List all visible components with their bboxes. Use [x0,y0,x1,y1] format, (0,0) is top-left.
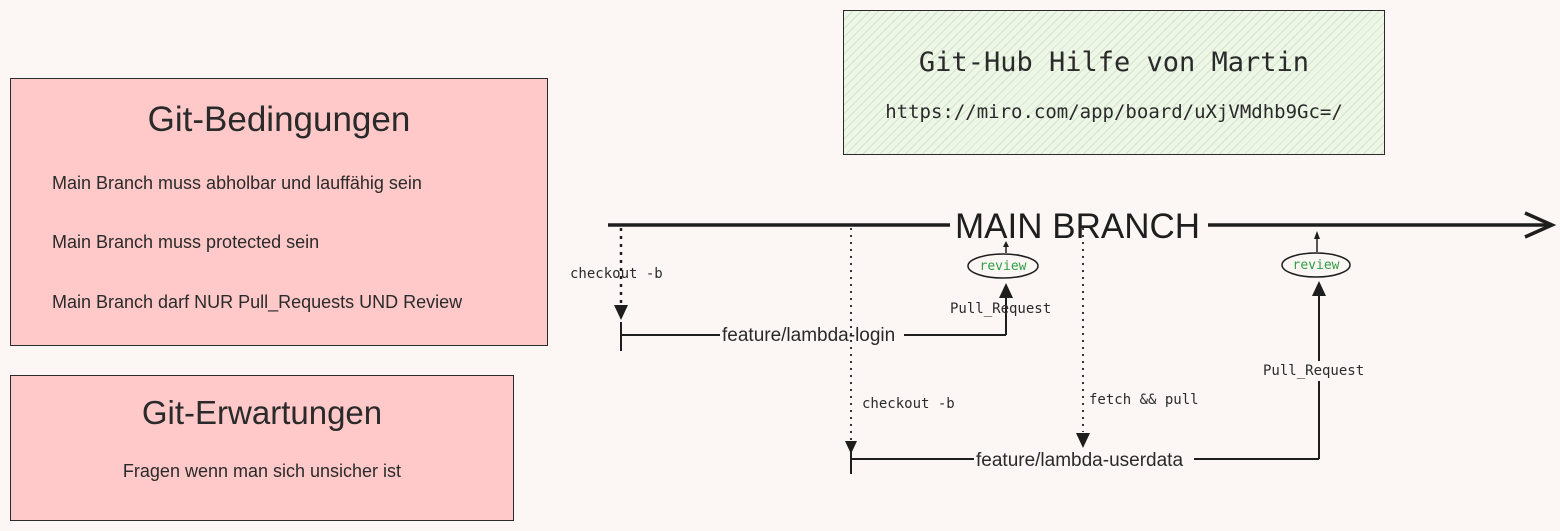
pull-request-label-1: Pull_Request [950,301,1051,317]
checkout-arrowhead-2 [845,441,857,454]
info-url-link[interactable]: https://miro.com/app/board/uXjVMdhb9Gc=/ [885,101,1343,123]
checkout-label-1: checkout -b [570,266,663,282]
main-branch-arrowhead [1524,211,1557,239]
pull-request-arrowhead-2 [1312,281,1326,296]
review-label-2: review [1293,258,1340,273]
condition-item: Main Branch muss abholbar und lauffähig … [52,173,422,193]
conditions-title: Git-Bedingungen [147,100,411,139]
fetch-pull-arrowhead [1076,433,1090,448]
fetch-pull-label: fetch && pull [1089,392,1199,408]
checkout-arrowhead-1 [614,305,628,320]
expectations-title: Git-Erwartungen [141,394,383,431]
login-branch-label: feature/lambda-login [722,325,895,346]
userdata-branch-label: feature/lambda-userdata [976,450,1183,471]
review-label-1: review [980,259,1027,274]
main-branch-label: MAIN BRANCH [955,207,1200,246]
review-arrowhead-1 [1003,241,1009,247]
conditions-card: Git-Bedingungen Main Branch muss abholba… [10,78,548,346]
pull-request-arrowhead-1 [999,283,1013,298]
pull-request-label-bg-2 [1260,361,1378,381]
review-badge-1 [967,253,1039,279]
review-badge-2 [1281,252,1351,278]
condition-item: Main Branch muss protected sein [52,232,320,252]
expectation-item: Fragen wenn man sich unsicher ist [122,461,402,481]
expectations-card: Git-Erwartungen Fragen wenn man sich uns… [10,375,514,521]
review-arrowhead-2 [1314,231,1320,239]
info-note: Git-Hub Hilfe von Martin https://miro.co… [843,10,1385,155]
info-title: Git-Hub Hilfe von Martin [918,47,1310,78]
condition-item: Main Branch darf NUR Pull_Requests UND R… [52,292,463,312]
checkout-label-2: checkout -b [862,396,955,412]
pull-request-label-2: Pull_Request [1263,363,1364,379]
